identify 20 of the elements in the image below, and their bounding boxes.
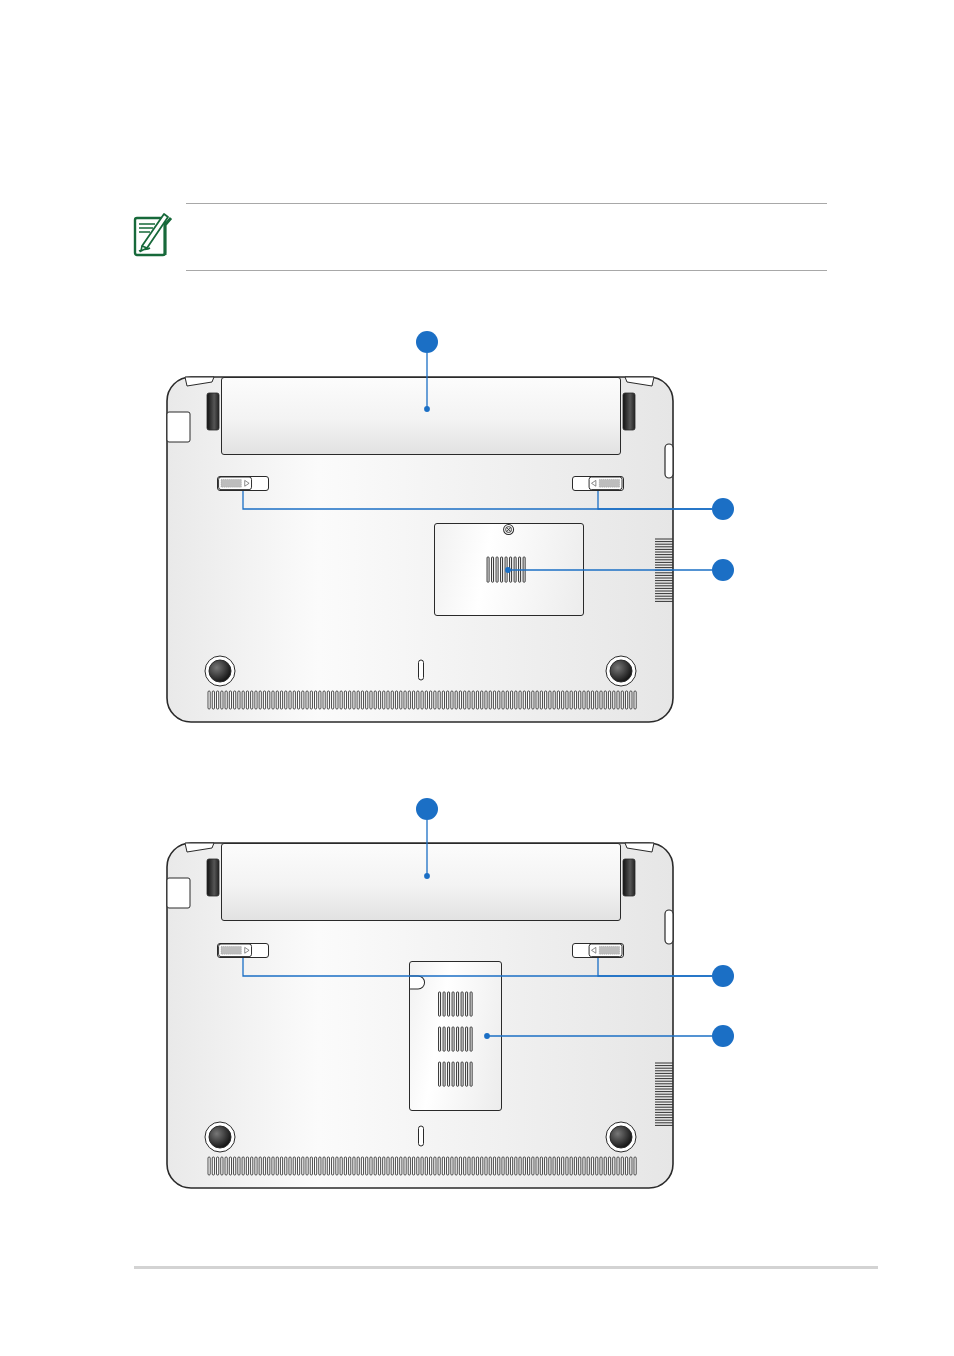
memory-compartment	[409, 961, 502, 1111]
callout-marker	[416, 798, 438, 820]
battery-lock	[217, 476, 269, 491]
battery-lock	[217, 943, 269, 958]
battery-pack	[221, 377, 621, 455]
battery-lock	[572, 943, 624, 958]
memory-compartment	[434, 523, 584, 616]
callout-marker	[416, 331, 438, 353]
leader-line	[597, 490, 713, 510]
battery-pack	[221, 843, 621, 921]
leader-line	[424, 819, 430, 879]
leader-line	[424, 352, 430, 412]
callout-marker	[712, 1025, 734, 1047]
callout-marker	[712, 965, 734, 987]
leader-line	[597, 957, 713, 977]
leader-line	[505, 567, 713, 573]
leader-line	[484, 1033, 713, 1039]
callout-marker	[712, 559, 734, 581]
battery-lock	[572, 476, 624, 491]
callout-marker	[712, 498, 734, 520]
